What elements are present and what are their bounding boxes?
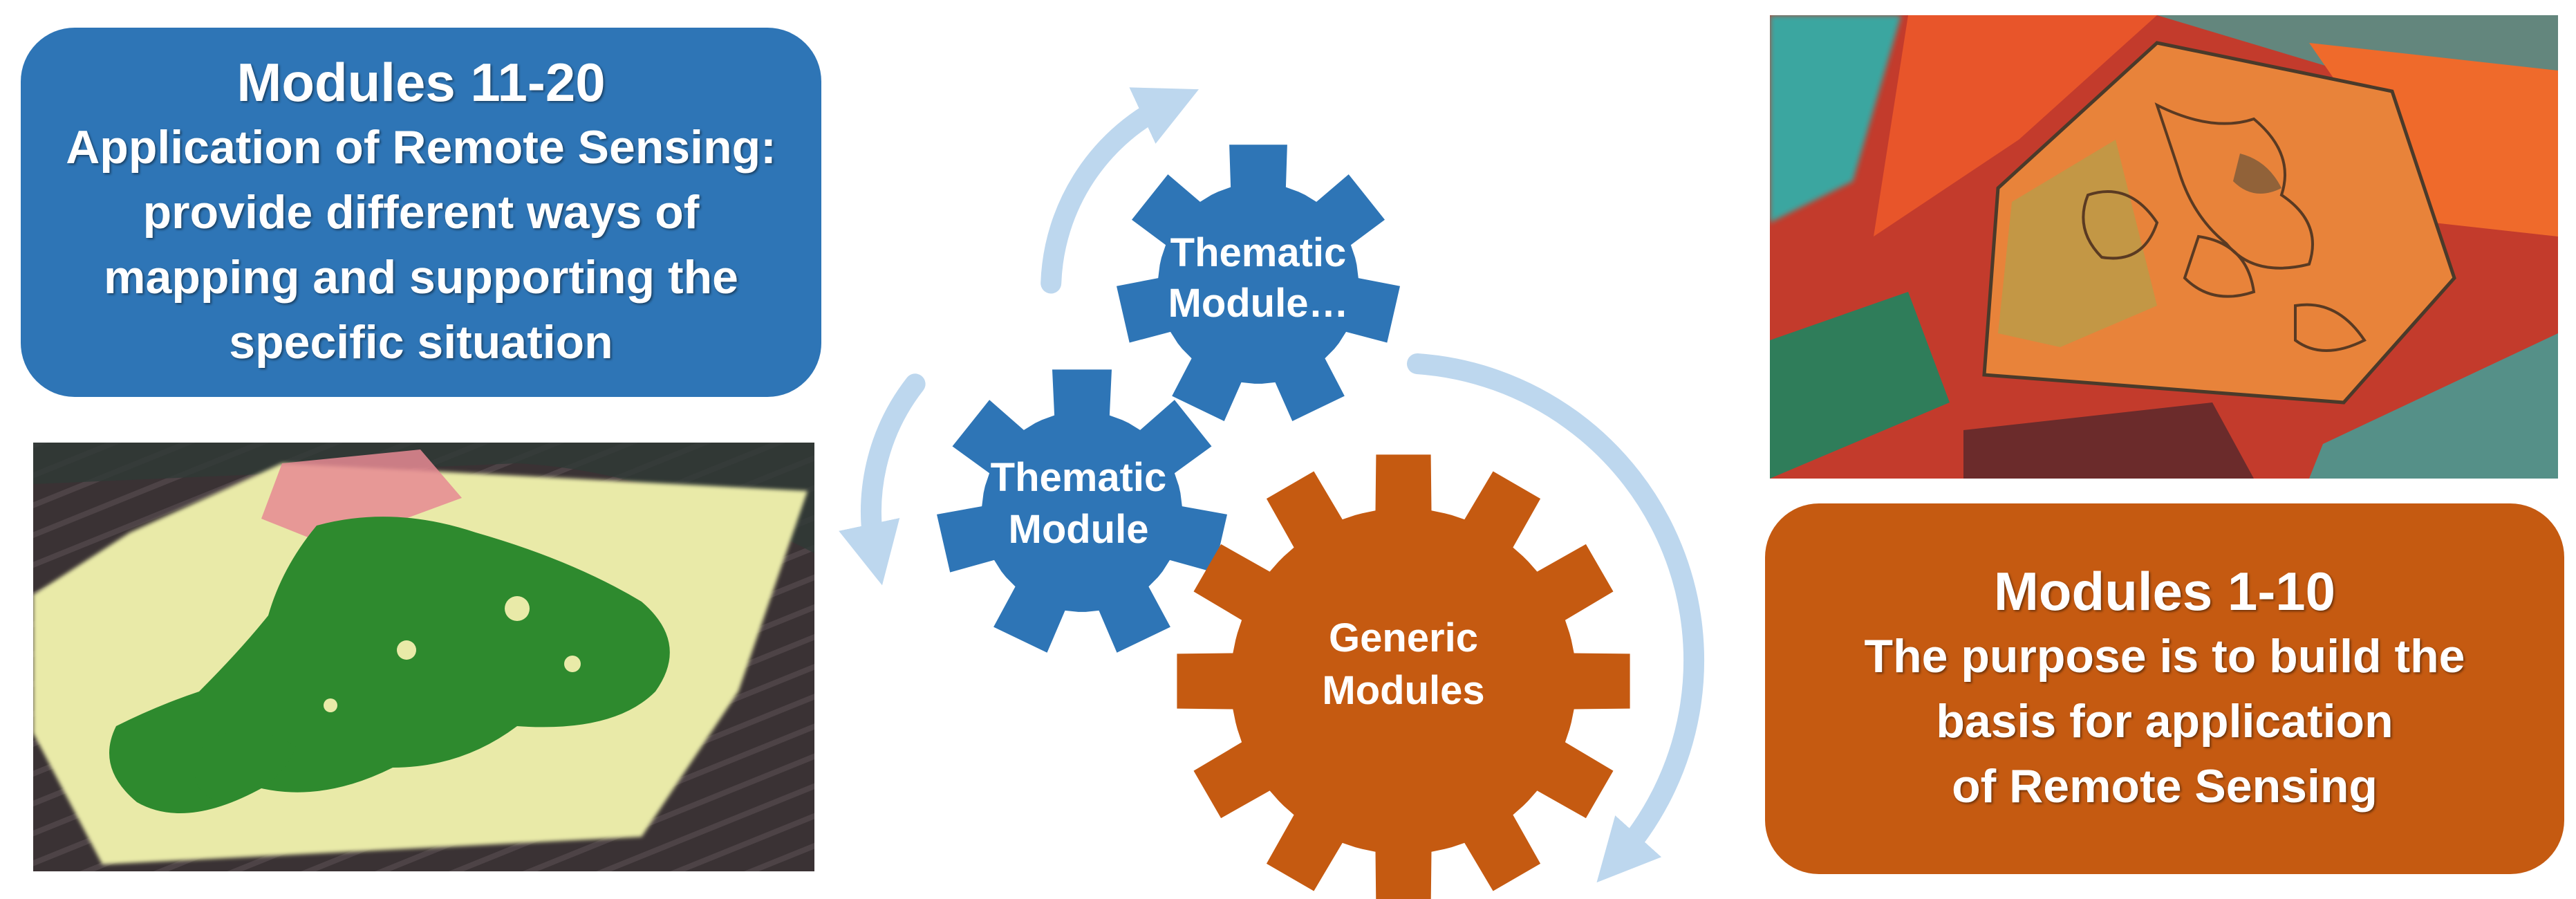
blue-box-line-1: Application of Remote Sensing: — [66, 121, 776, 174]
thematic-gear-top — [1117, 145, 1400, 422]
top-gear-label-1: Thematic — [1170, 230, 1347, 275]
modules-1-10-box: Modules 1-10 The purpose is to build the… — [1765, 503, 2564, 874]
blue-box-line-2: provide different ways of — [142, 186, 700, 239]
cycle-arrow-top — [1040, 87, 1199, 294]
cycle-arrow-right — [1407, 353, 1705, 883]
modules-1-10-title: Modules 1-10 — [1993, 561, 2336, 622]
orange-box-line-1: The purpose is to build the — [1864, 630, 2465, 683]
orange-box-line-2: basis for application — [1936, 695, 2393, 748]
orange-box-line-3: of Remote Sensing — [1952, 760, 2378, 813]
blue-box-line-3: mapping and supporting the — [104, 251, 738, 304]
modules-11-20-box: Modules 11-20 Application of Remote Sens… — [21, 28, 821, 397]
thematic-gear-middle — [937, 369, 1227, 653]
field-classification-image — [33, 443, 814, 871]
modules-11-20-title: Modules 11-20 — [236, 52, 606, 113]
middle-gear-label-1: Thematic — [991, 455, 1167, 500]
satellite-field-image — [1770, 15, 2558, 479]
generic-gear-label-1: Generic — [1329, 615, 1478, 660]
blue-box-line-4: specific situation — [229, 316, 613, 369]
generic-gear-label-2: Modules — [1322, 668, 1484, 713]
cycle-arrow-left — [839, 373, 926, 586]
top-gear-label-2: Module… — [1168, 281, 1349, 326]
generic-gear — [1177, 454, 1630, 899]
middle-gear-label-2: Module — [1009, 507, 1149, 552]
